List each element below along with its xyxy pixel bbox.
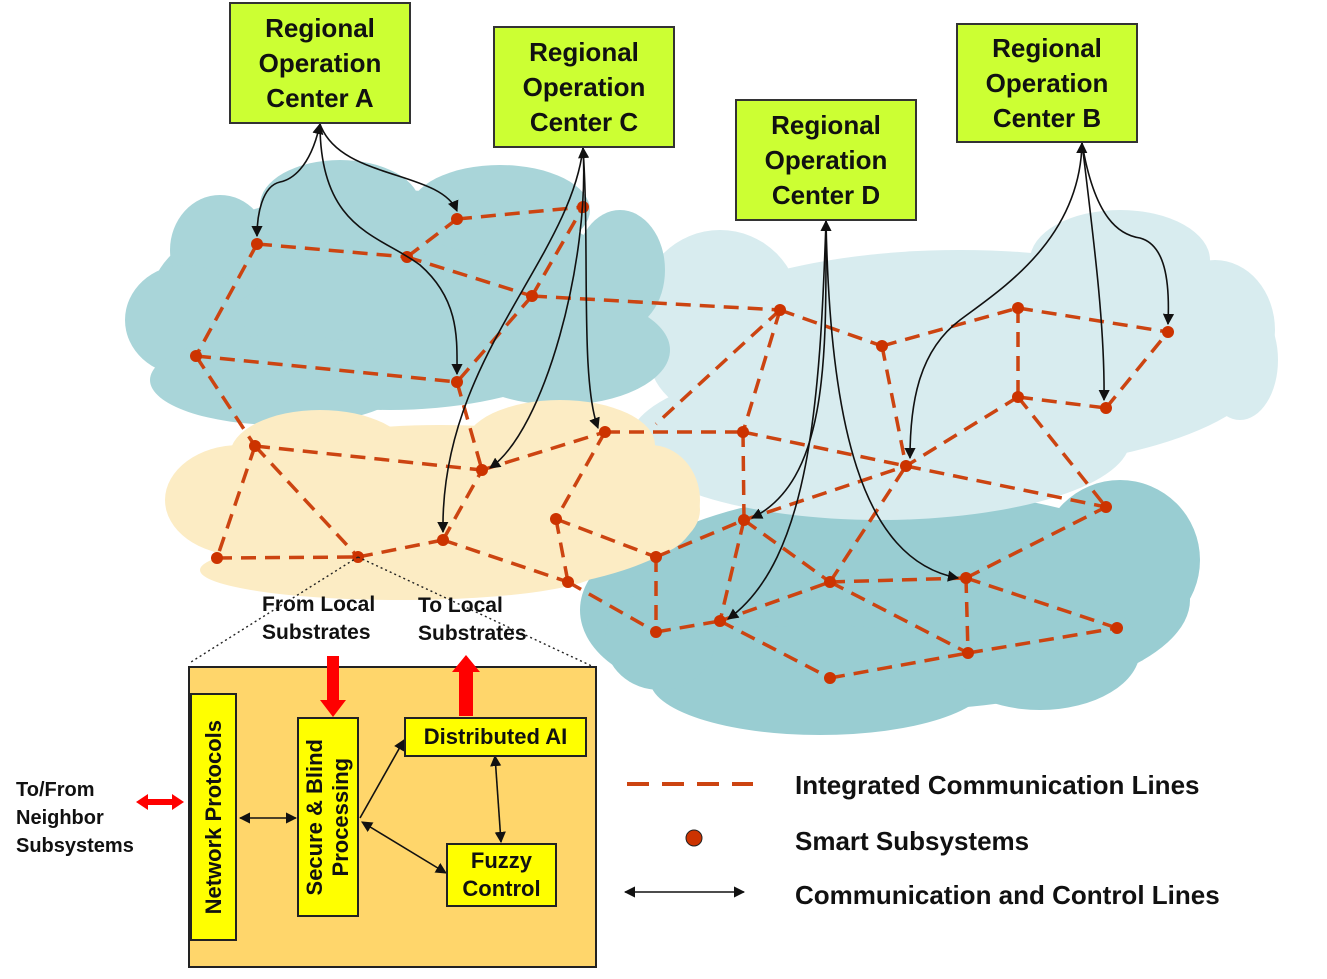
- node: [249, 440, 261, 452]
- to-local-arrow: [452, 655, 480, 716]
- legend-graphics: [623, 782, 753, 898]
- from-local-arrow: [320, 656, 346, 717]
- node: [876, 340, 888, 352]
- node: [451, 213, 463, 225]
- node: [650, 626, 662, 638]
- neighbor-red-arrow: [136, 794, 184, 810]
- node: [526, 290, 538, 302]
- node: [900, 460, 912, 472]
- node: [738, 514, 750, 526]
- red-arrows: [136, 655, 480, 810]
- legend-node: [685, 829, 703, 847]
- cloud-region-c: [165, 400, 700, 600]
- detail-panel: [188, 666, 597, 968]
- node: [962, 647, 974, 659]
- smart-subsystem-nodes: [190, 201, 1174, 684]
- node: [1162, 326, 1174, 338]
- distributed-ai-label: Distributed AI: [423, 724, 568, 749]
- communication-control-lines: [251, 122, 1175, 620]
- node: [650, 551, 662, 563]
- node: [437, 534, 449, 546]
- internal-arrows: [238, 739, 506, 874]
- node: [1100, 501, 1112, 513]
- cloud-region-b: [630, 210, 1278, 520]
- network-protocols-box: Network Protocols: [190, 693, 237, 941]
- node: [714, 615, 726, 627]
- from-local-label: From Local Substrates: [262, 593, 376, 644]
- node: [451, 376, 463, 388]
- node: [824, 672, 836, 684]
- node: [476, 464, 488, 476]
- node: [251, 238, 263, 250]
- node: [211, 552, 223, 564]
- node: [190, 350, 202, 362]
- node: [1012, 391, 1024, 403]
- network-protocols-label: Network Protocols: [200, 719, 226, 915]
- cloud-region-d: [580, 480, 1200, 735]
- node: [550, 513, 562, 525]
- to-local-label: To Local Substrates: [418, 594, 527, 645]
- cloud-region-a: [125, 160, 670, 425]
- legend-dot-label: Smart Subsystems: [795, 826, 1030, 856]
- node: [1111, 622, 1123, 634]
- node: [1012, 302, 1024, 314]
- node: [737, 426, 749, 438]
- node: [562, 576, 574, 588]
- legend-dashed-label: Integrated Communication Lines: [795, 770, 1200, 800]
- node: [960, 572, 972, 584]
- neighbor-subsystems-label: To/From Neighbor Subsystems: [16, 779, 134, 857]
- node: [824, 576, 836, 588]
- node: [599, 426, 611, 438]
- node: [774, 304, 786, 316]
- legend-arrow-label: Communication and Control Lines: [795, 880, 1220, 910]
- node: [1100, 402, 1112, 414]
- distributed-ai-box: Distributed AI: [404, 717, 587, 757]
- zoom-lines: [190, 556, 597, 669]
